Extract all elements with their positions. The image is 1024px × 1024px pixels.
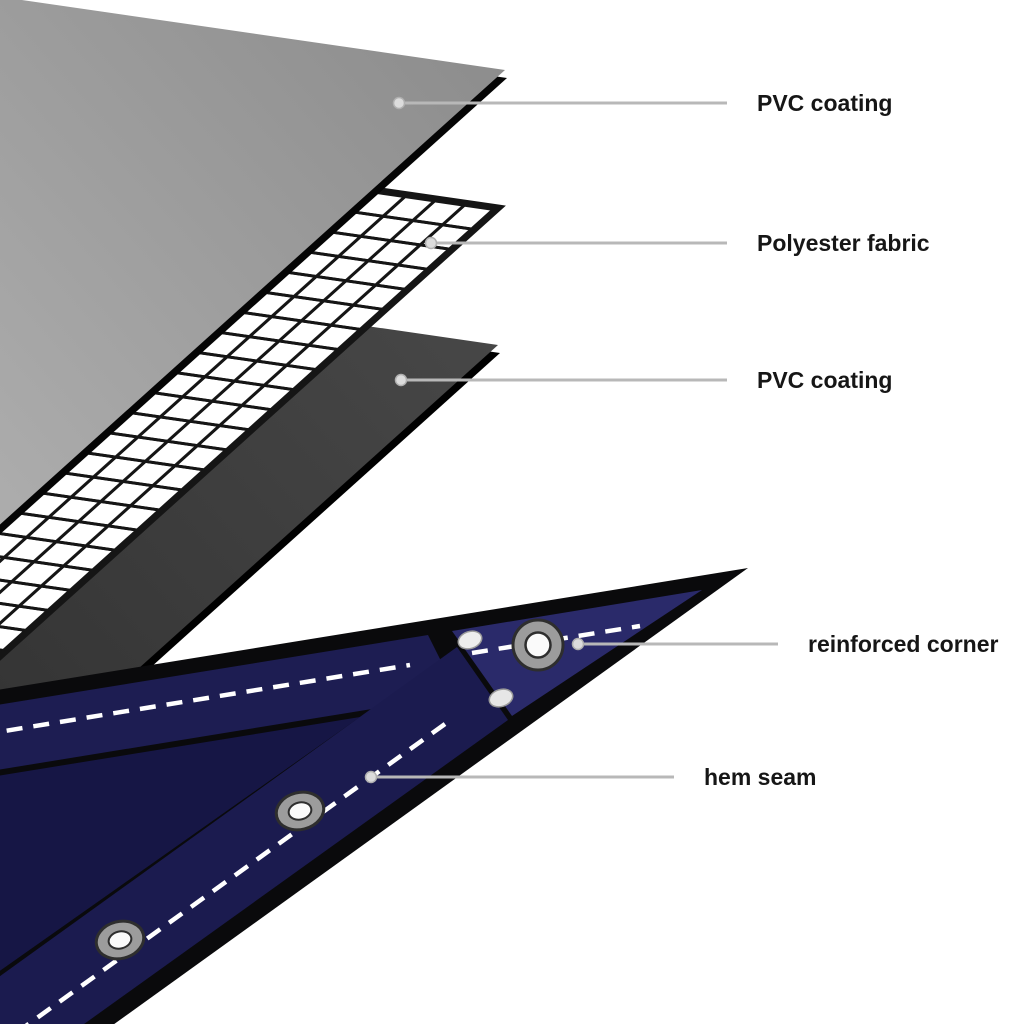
leader-lines [371,101,778,779]
leader-anchor-dots [364,96,585,784]
anchor-dot-reinforced-corner [571,637,585,651]
edge-grommet [274,790,326,832]
anchor-dot-hem-seam [364,770,378,784]
callout-pvc-coating-top: PVC coating [757,90,893,116]
corner-rivet [488,688,514,708]
callout-pvc-coating-bottom: PVC coating [757,367,893,393]
edge-grommet [94,919,146,961]
tarp-corner-patch [452,590,702,716]
tarp-corner [0,568,748,1024]
tarp-body [0,717,360,971]
top-hem-stitch-line [0,662,411,735]
anchor-dot-pvc-top [392,96,406,110]
corner-grommet [511,618,565,672]
callout-polyester-fabric: Polyester fabric [757,230,930,256]
pvc-top-sheet [0,0,507,535]
anchor-dot-pvc-bottom [394,373,408,387]
anchor-dot-polyester [424,236,438,250]
callout-reinforced-corner: reinforced corner [808,631,999,657]
pvc-top-sheet-face [0,0,505,525]
callout-hem-seam: hem seam [704,764,817,790]
corner-rivet [457,630,483,650]
tarp-top-hem-band [0,635,458,770]
